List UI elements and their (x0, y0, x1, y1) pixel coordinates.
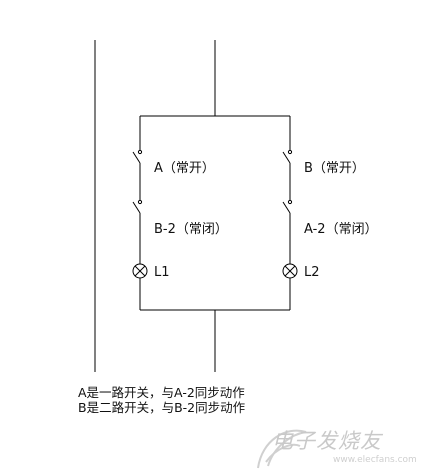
switch-b2-symbol (132, 199, 143, 214)
switch-a-symbol (132, 149, 143, 164)
label-lamp-l1: L1 (154, 265, 170, 280)
label-switch-a2: A-2（常闭） (304, 222, 378, 237)
watermark-logo-icon (257, 429, 307, 469)
lamp-l1-icon (132, 263, 148, 279)
switch-a2-symbol (282, 199, 293, 214)
lamp-l2-icon (282, 263, 298, 279)
note-line-2: B是二路开关，与B-2同步动作 (78, 400, 246, 415)
note-line-1: A是一路开关，与A-2同步动作 (78, 385, 245, 400)
watermark-url: www.elecfans.com (333, 455, 417, 465)
label-switch-b: B（常开） (304, 161, 365, 176)
switch-b-symbol (282, 149, 293, 164)
label-switch-b2: B-2（常闭） (154, 222, 228, 237)
label-lamp-l2: L2 (304, 265, 320, 280)
watermark-brand: 电子发烧友 (272, 429, 382, 453)
label-switch-a: A（常开） (154, 161, 215, 176)
